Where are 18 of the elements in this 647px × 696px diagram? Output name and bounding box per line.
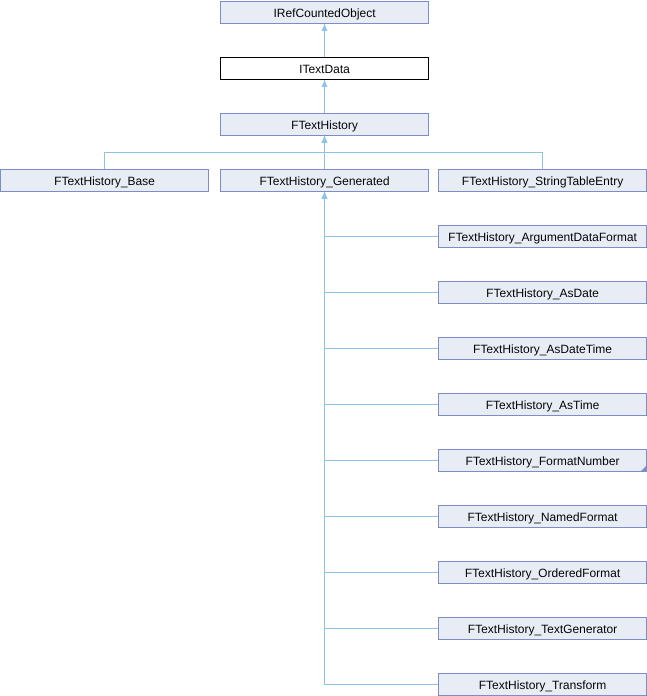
class-box: FTextHistory_NamedFormat [438,505,647,528]
class-box: FTextHistory_AsTime [438,393,647,416]
inheritance-arrow [322,136,543,170]
class-box: ITextData [220,57,429,80]
class-box: FTextHistory [220,113,429,136]
class-box: FTextHistory_Transform [438,673,647,696]
class-box: FTextHistory_FormatNumber [438,449,647,472]
class-box: IRefCountedObject [220,1,429,24]
inheritance-arrow [322,24,328,58]
class-box: FTextHistory_AsDate [438,281,647,304]
class-box: FTextHistory_Generated [220,169,429,192]
inheritance-arrow [322,80,328,114]
class-box: FTextHistory_TextGenerator [438,617,647,640]
class-box: FTextHistory_AsDateTime [438,337,647,360]
class-box: FTextHistory_OrderedFormat [438,561,647,584]
class-box: FTextHistory_Base [0,169,209,192]
class-box: FTextHistory_StringTableEntry [438,169,647,192]
class-box: FTextHistory_ArgumentDataFormat [438,225,647,248]
